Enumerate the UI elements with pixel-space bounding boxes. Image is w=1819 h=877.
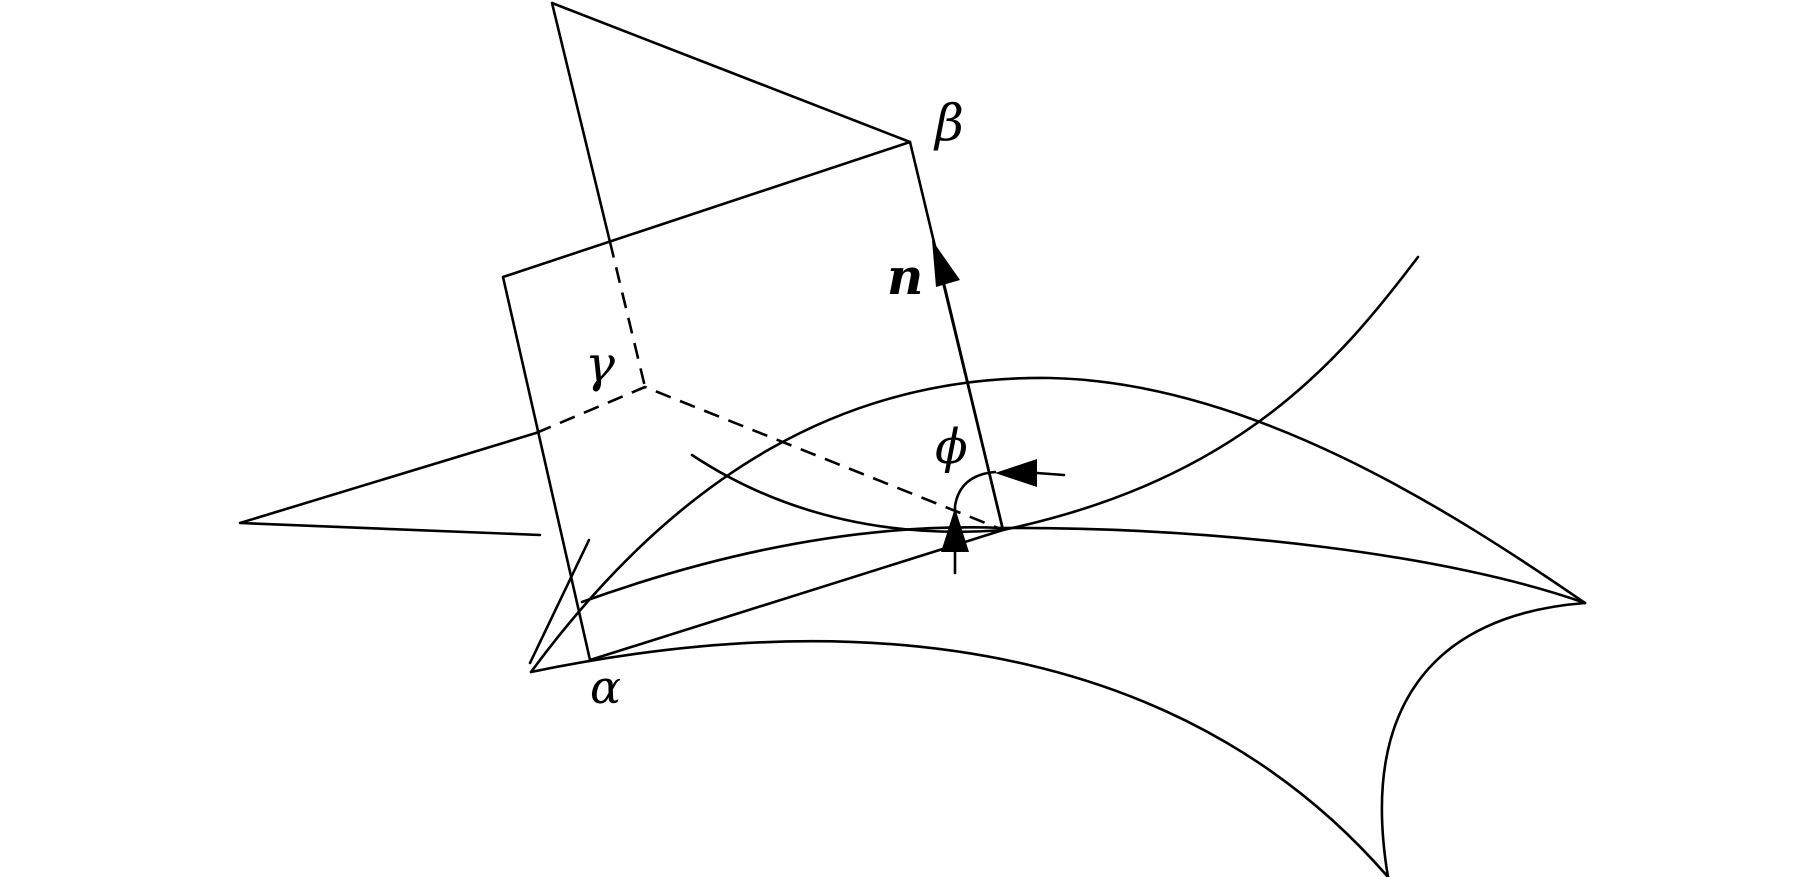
surface-left-edge (529, 376, 1587, 674)
phi-arrowhead-up (941, 508, 969, 552)
surface-crossing-curve (690, 255, 1420, 534)
surface-right-cusp (1380, 601, 1587, 877)
phi-arrowhead-left (995, 459, 1037, 487)
phi-arrow-tail-right (1035, 471, 1066, 477)
plane-gamma-hidden-edges (535, 385, 1004, 532)
normal-vector-shaft (941, 280, 1005, 532)
label-beta: β (933, 94, 964, 152)
plane-beta-edges (501, 140, 1005, 662)
normal-vector-arrowhead (932, 240, 960, 287)
surface-bottom-edge (529, 640, 1390, 877)
plane-alpha-hidden-edge (608, 241, 647, 388)
plane-alpha-visible-edges (550, 1, 912, 244)
phi-angle-arc (953, 470, 997, 537)
plane-gamma-front-edge (588, 528, 1005, 662)
plane-gamma-visible-edges (238, 431, 591, 665)
label-alpha: α (590, 660, 621, 714)
label-phi: ϕ (935, 419, 968, 475)
label-gamma: γ (585, 335, 615, 393)
surface-tangent-curve (580, 526, 1587, 605)
label-normal-n: n (887, 247, 923, 306)
